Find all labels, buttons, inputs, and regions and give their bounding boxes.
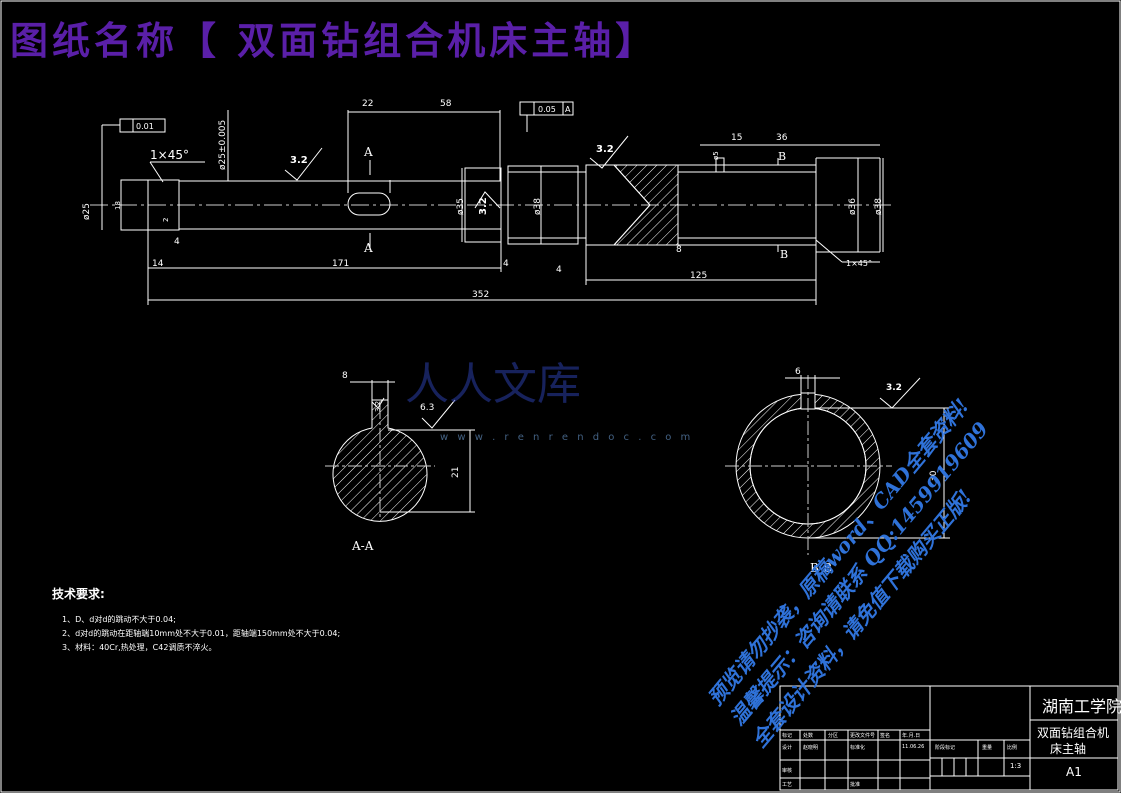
dim-2: 2	[162, 218, 170, 222]
title-block-cell-5: 年.月.日	[902, 733, 921, 739]
section-b-bottom: B	[780, 248, 788, 261]
section-a-top: A	[363, 145, 373, 159]
dim-4-left: 4	[174, 237, 180, 247]
dim-171: 171	[332, 259, 349, 269]
watermark-url: w w w . r e n r e n d o c . c o m	[440, 432, 694, 443]
section-aa-roughness: 6.3	[420, 403, 434, 413]
section-bb-label: B-B	[810, 561, 832, 575]
dim-125: 125	[690, 271, 707, 281]
section-aa-label: A-A	[351, 539, 374, 553]
dim-58: 58	[440, 99, 452, 109]
title-block-cell-10: 阶段标记	[935, 745, 956, 751]
section-aa-width: 8	[342, 371, 348, 381]
title-block-part-name-2: 床主轴	[1050, 742, 1087, 756]
title-block-cell-1: 处数	[803, 733, 814, 739]
section-b-top: B	[778, 150, 786, 163]
dim-4-mid: 4	[503, 259, 509, 269]
fcf-top-datum: A	[565, 105, 571, 114]
dim-15: 15	[731, 133, 742, 143]
title-block-cell-9: 11.06.26	[902, 744, 925, 750]
watermark-brand: 人人文库	[405, 359, 581, 410]
dim-phi35: ø35	[456, 198, 466, 215]
section-bb-width: 6	[795, 367, 801, 377]
section-bb-roughness: 3.2	[886, 383, 902, 393]
title-block-cell-2: 分区	[828, 733, 839, 739]
title-block-cell-14: 工艺	[782, 782, 793, 788]
tech-requirement-1: 1、D、d对d的跳动不大于0.04;	[62, 615, 176, 624]
title-block-sheet: A1	[1066, 765, 1082, 779]
dim-36: 36	[776, 133, 788, 143]
title-block-cell-0: 标记	[782, 733, 793, 739]
dim-phi25-tol: ø25±0.005	[218, 120, 228, 170]
tech-requirements-heading: 技术要求:	[52, 587, 105, 601]
title-block-scale: 1:3	[1010, 762, 1022, 770]
section-bb-height: 30	[929, 470, 939, 482]
dim-4-right: 4	[556, 265, 562, 275]
dim-phi38-a: ø38	[533, 198, 543, 215]
section-aa-height: 21	[451, 467, 461, 478]
dim-phi25: ø25	[82, 203, 92, 220]
roughness-3: 3.2	[478, 197, 489, 215]
dim-phi5: ø5	[712, 151, 720, 160]
roughness-2: 3.2	[596, 144, 614, 155]
drawing-title: 图纸名称【 双面钻组合机床主轴】	[10, 18, 658, 63]
chamfer-left: 1×45°	[150, 148, 189, 162]
title-block-cell-12: 比例	[1007, 745, 1018, 751]
title-block-cell-3: 更改文件号	[850, 733, 876, 739]
keyway	[347, 192, 391, 216]
section-a-bottom: A	[363, 241, 373, 255]
title-block	[779, 685, 1119, 791]
fcf-left-value: 0.01	[136, 122, 154, 131]
roughness-1: 3.2	[290, 155, 308, 166]
title-block-cell-11: 重量	[982, 745, 993, 751]
title-block-cell-4: 签名	[880, 733, 891, 739]
main-view	[90, 101, 895, 305]
dim-phi36: ø36	[848, 198, 858, 215]
tech-requirement-3: 3、材料：40Cr,热处理，C42调质不淬火。	[62, 643, 217, 652]
title-block-cell-15: 批准	[850, 782, 861, 788]
title-block-cell-7: 赵晓明	[803, 745, 819, 751]
tech-requirement-2: 2、d对d的跳动在距轴端10mm处不大于0.01，距轴端150mm处不大于0.0…	[62, 629, 341, 638]
title-block-cell-8: 标准化	[850, 745, 866, 751]
collar	[464, 167, 502, 243]
title-block-part-name-1: 双面钻组合机	[1037, 726, 1110, 740]
title-block-school: 湖南工学院	[1042, 697, 1121, 716]
fcf-top-value: 0.05	[538, 105, 556, 114]
dim-18: 18	[114, 201, 122, 210]
section-aa	[325, 380, 475, 522]
title-block-cell-13: 审核	[782, 768, 793, 774]
dim-352: 352	[472, 290, 489, 300]
dim-22: 22	[362, 99, 373, 109]
chamfer-right: 1×45°	[846, 259, 872, 268]
section-aa-roughness-small: 3.2	[374, 401, 382, 412]
section-bb	[725, 375, 950, 555]
dim-phi38-b: ø38	[874, 198, 884, 215]
title-block-cell-6: 设计	[782, 745, 793, 751]
dim-14: 14	[152, 259, 164, 269]
dim-8: 8	[676, 245, 682, 255]
